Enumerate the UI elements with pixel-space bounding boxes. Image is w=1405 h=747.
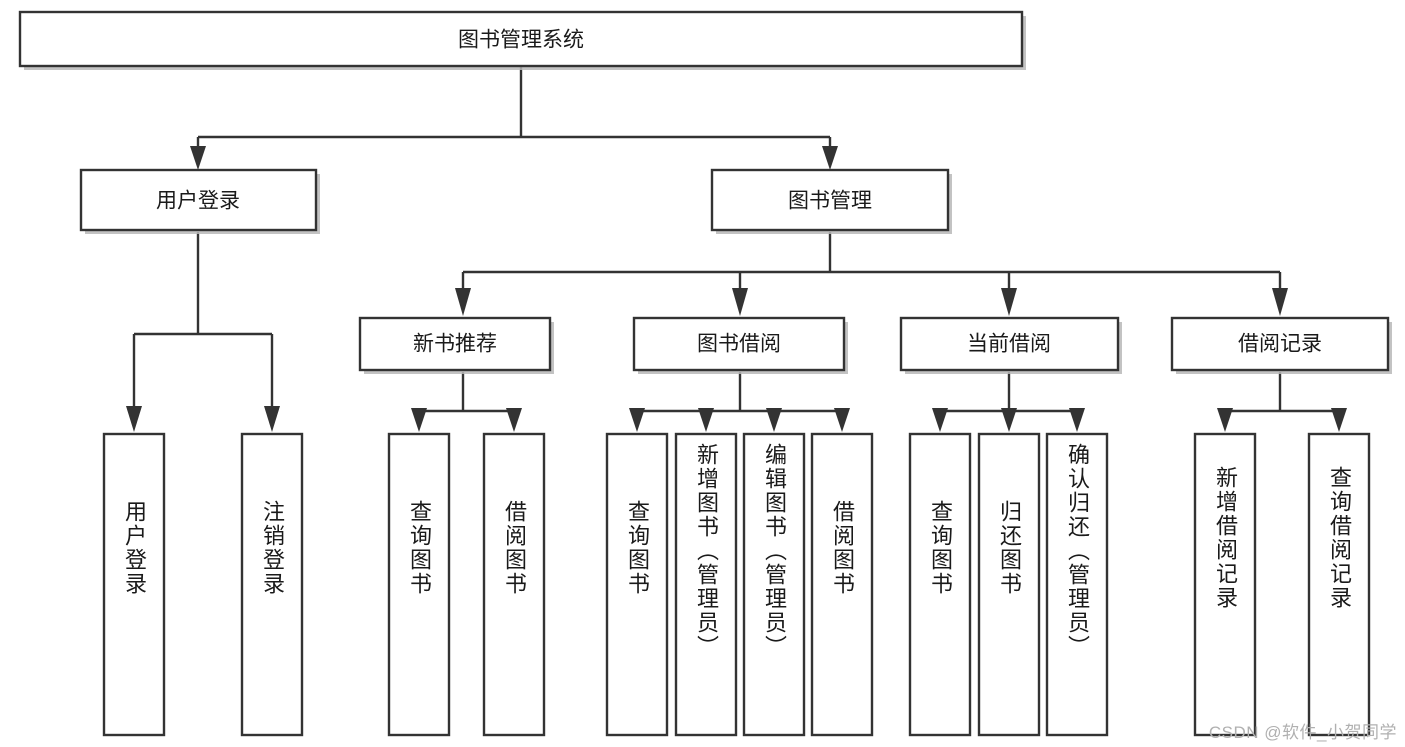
node-leaf-logout[interactable] (240, 432, 304, 737)
node-current-borrow-label: 当前借阅 (967, 333, 1051, 356)
node-borrow-record-label: 借阅记录 (1238, 333, 1322, 356)
node-leaf-query-book-3-box (908, 432, 972, 737)
node-leaf-add-record[interactable] (1193, 432, 1257, 737)
connector-layer (126, 66, 1347, 432)
arrow-leaf-query-record (1331, 408, 1347, 432)
arrow-leaf-confirm-return (1069, 408, 1085, 432)
arrow-leaf-user-login (126, 406, 142, 432)
arrow-leaf-edit-book (766, 408, 782, 432)
node-leaf-query-book-2[interactable] (605, 432, 669, 737)
arrow-leaf-query-book-1 (411, 408, 427, 432)
node-leaf-edit-book[interactable] (742, 432, 806, 737)
arrow-leaf-add-record (1217, 408, 1233, 432)
csdn-watermark: CSDN @软件_小贺同学 (1208, 723, 1397, 742)
node-leaf-confirm-return-box (1045, 432, 1109, 737)
arrow-leaf-add-book (698, 408, 714, 432)
arrow-current-borrow (1001, 288, 1017, 316)
node-leaf-edit-book-box (742, 432, 806, 737)
node-leaf-borrow-book-1-box (482, 432, 546, 737)
node-user-login-label: 用户登录 (156, 190, 240, 213)
node-leaf-user-login[interactable] (102, 432, 166, 737)
arrow-leaf-query-book-2 (629, 408, 645, 432)
node-leaf-query-record-box (1307, 432, 1371, 737)
node-new-book-recommend-label: 新书推荐 (413, 333, 497, 356)
node-leaf-confirm-return[interactable] (1045, 432, 1109, 737)
node-leaf-logout-box (240, 432, 304, 737)
node-leaf-query-book-1-box (387, 432, 451, 737)
arrow-leaf-logout (264, 406, 280, 432)
node-leaf-add-book[interactable] (674, 432, 738, 737)
node-leaf-user-login-box (102, 432, 166, 737)
node-book-manage[interactable]: 图书管理 (710, 168, 952, 234)
node-new-book-recommend-box (358, 316, 552, 372)
arrow-leaf-borrow-book-2 (834, 408, 850, 432)
node-user-login[interactable]: 用户登录 (79, 168, 320, 234)
arrow-leaf-query-book-3 (932, 408, 948, 432)
node-leaf-query-book-3[interactable] (908, 432, 972, 737)
node-user-login-box (79, 168, 318, 232)
node-root-label: 图书管理系统 (458, 29, 584, 52)
arrow-book-borrow (732, 288, 748, 316)
node-leaf-add-record-box (1193, 432, 1257, 737)
node-borrow-record[interactable]: 借阅记录 (1170, 316, 1392, 374)
node-book-manage-label: 图书管理 (788, 190, 872, 213)
node-current-borrow-box (899, 316, 1120, 372)
node-leaf-borrow-book-1[interactable] (482, 432, 546, 737)
node-book-borrow-label: 图书借阅 (697, 333, 781, 356)
arrow-borrow-record (1272, 288, 1288, 316)
node-leaf-return-book-box (977, 432, 1041, 737)
node-leaf-query-book-1[interactable] (387, 432, 451, 737)
arrow-new-book-recommend (455, 288, 471, 316)
node-book-borrow[interactable]: 图书借阅 (632, 316, 848, 374)
node-root-box (18, 10, 1024, 68)
arrow-leaf-borrow-book-1 (506, 408, 522, 432)
node-leaf-return-book[interactable] (977, 432, 1041, 737)
node-root[interactable]: 图书管理系统 (18, 10, 1026, 70)
arrow-leaf-return-book (1001, 408, 1017, 432)
node-leaf-add-book-box (674, 432, 738, 737)
node-leaf-query-book-2-box (605, 432, 669, 737)
node-leaf-borrow-book-2[interactable] (810, 432, 874, 737)
node-borrow-record-box (1170, 316, 1390, 372)
node-leaf-borrow-book-2-box (810, 432, 874, 737)
node-book-manage-box (710, 168, 950, 232)
node-book-borrow-box (632, 316, 846, 372)
arrow-user-login (190, 146, 206, 170)
node-current-borrow[interactable]: 当前借阅 (899, 316, 1122, 374)
arrow-book-manage (822, 146, 838, 170)
node-new-book-recommend[interactable]: 新书推荐 (358, 316, 554, 374)
node-leaf-query-record[interactable] (1307, 432, 1371, 737)
